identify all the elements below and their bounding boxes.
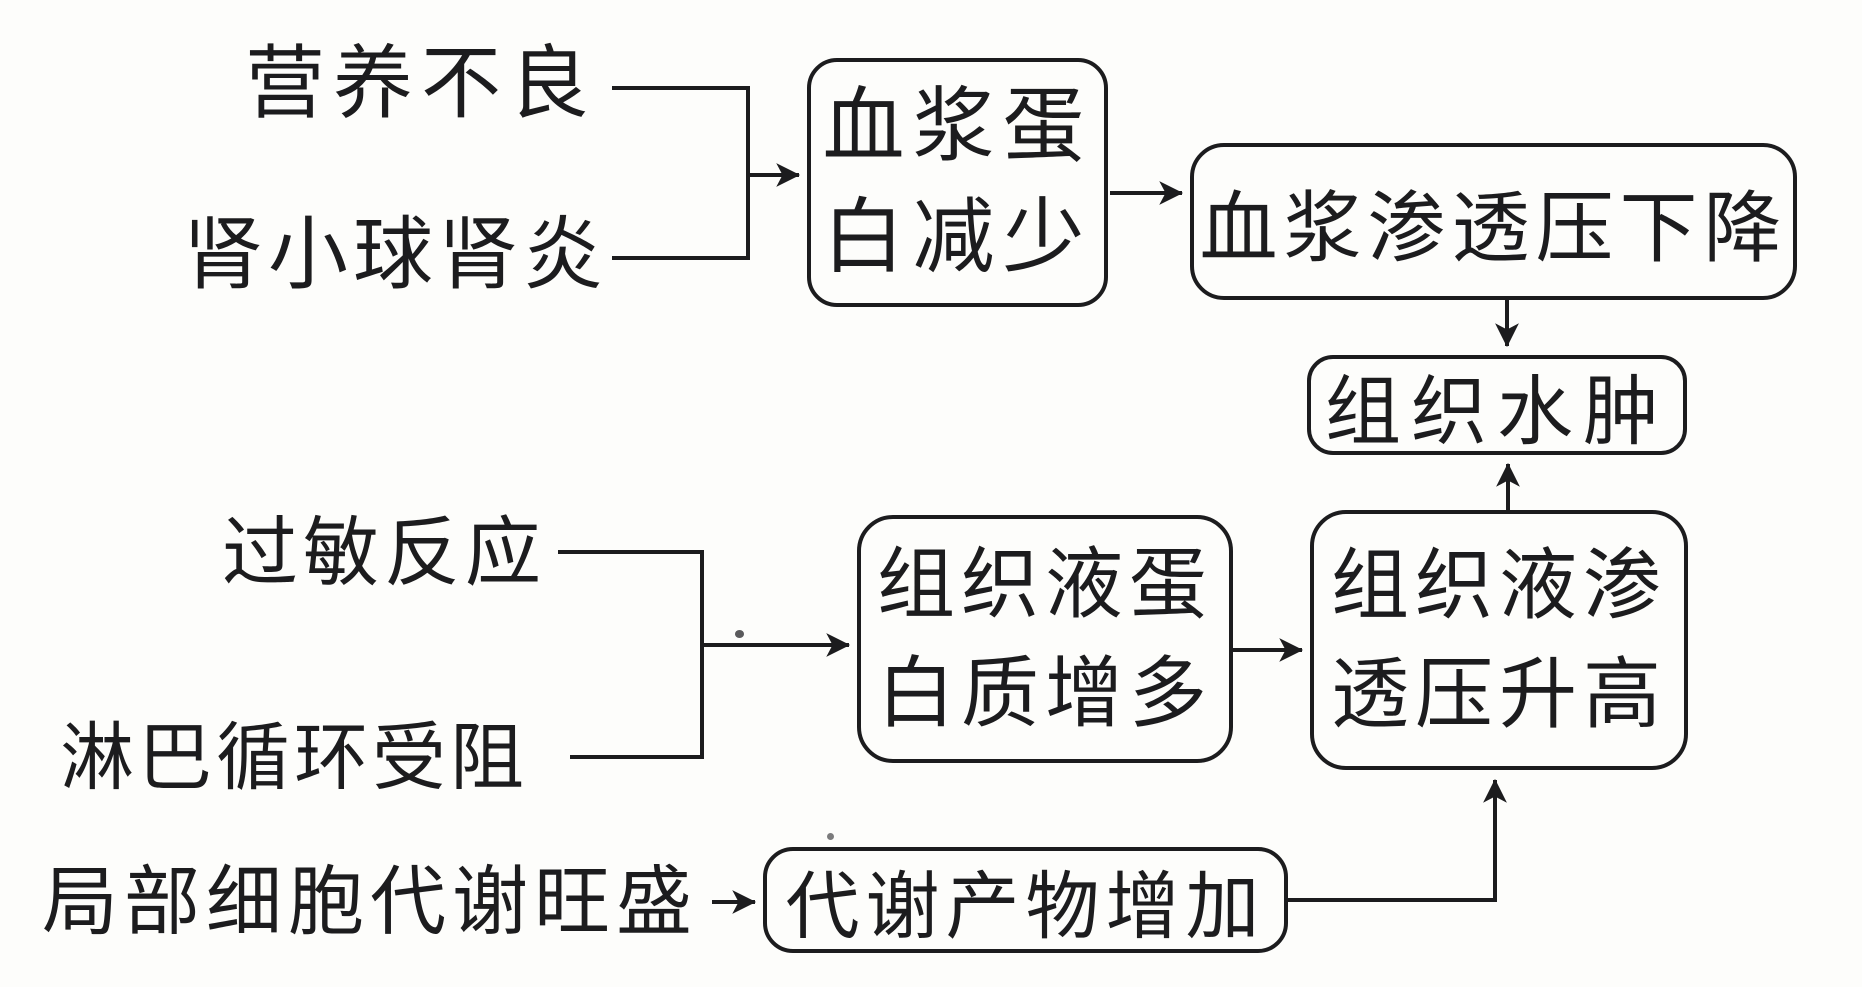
node-text-line: 血浆蛋 [822, 80, 1093, 172]
node-text-line: 组织水肿 [1325, 370, 1669, 455]
cause-local-cell-metabolism-vigorous: 局部细胞代谢旺盛 [42, 860, 698, 945]
connector-products-to-osmotic-rise [1288, 778, 1507, 902]
scan-speck [735, 630, 744, 638]
node-tissue-fluid-osmotic-pressure-rise: 组织液渗 透压升高 [1310, 510, 1688, 770]
cause-glomerulonephritis: 肾小球肾炎 [183, 210, 608, 299]
node-plasma-protein-decrease: 血浆蛋 白减少 [807, 58, 1108, 307]
node-text-line: 组织液渗 [1330, 540, 1667, 629]
bracket-top-causes [612, 86, 750, 260]
node-tissue-fluid-protein-increase: 组织液蛋 白质增多 [857, 515, 1233, 763]
node-text-line: 代谢产物增加 [785, 864, 1266, 948]
node-plasma-osmotic-pressure-drop: 血浆渗透压下降 [1190, 143, 1797, 300]
bracket-middle-causes [558, 550, 704, 759]
cause-lymph-circulation-blocked: 淋巴循环受阻 [60, 716, 528, 799]
node-text-line: 白质增多 [876, 649, 1213, 737]
scan-speck [827, 833, 834, 840]
node-text-line: 透压升高 [1330, 650, 1667, 738]
node-text-line: 血浆渗透压下降 [1199, 183, 1788, 272]
node-text-line: 组织液蛋 [876, 539, 1213, 628]
cause-malnutrition: 营养不良 [245, 39, 597, 128]
cause-allergic-reaction: 过敏反应 [222, 511, 546, 596]
node-text-line: 白减少 [822, 191, 1093, 283]
node-metabolic-products-increase: 代谢产物增加 [763, 847, 1288, 953]
node-tissue-edema: 组织水肿 [1307, 355, 1687, 455]
